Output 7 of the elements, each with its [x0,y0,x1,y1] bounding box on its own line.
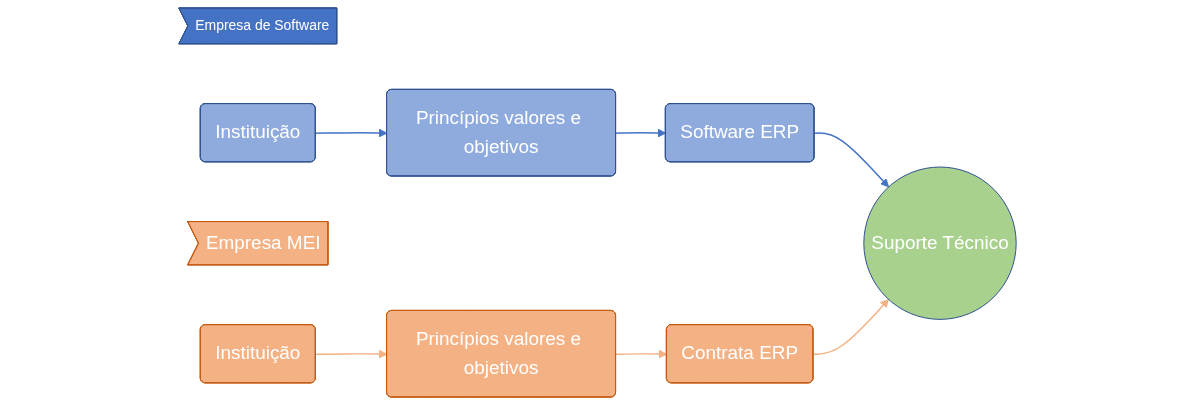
arrow [812,299,889,355]
arrow [315,349,388,359]
arrow [615,128,667,138]
arrow [813,132,889,188]
arrow [615,349,668,359]
arrow [315,128,388,138]
node-circle: Suporte Técnico [863,166,1017,320]
